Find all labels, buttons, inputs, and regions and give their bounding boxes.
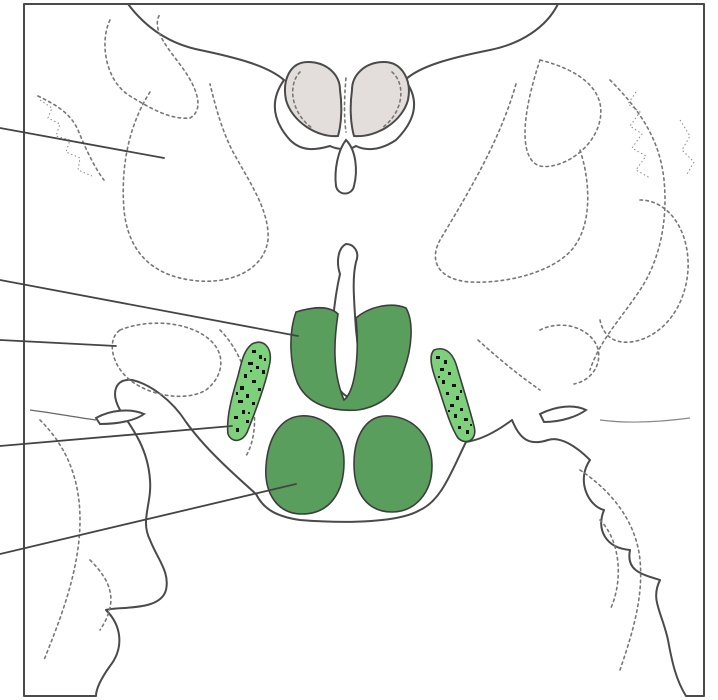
ventromedial-nucleus-right: [354, 416, 432, 512]
ventromedial-nucleus-left: [266, 416, 344, 514]
